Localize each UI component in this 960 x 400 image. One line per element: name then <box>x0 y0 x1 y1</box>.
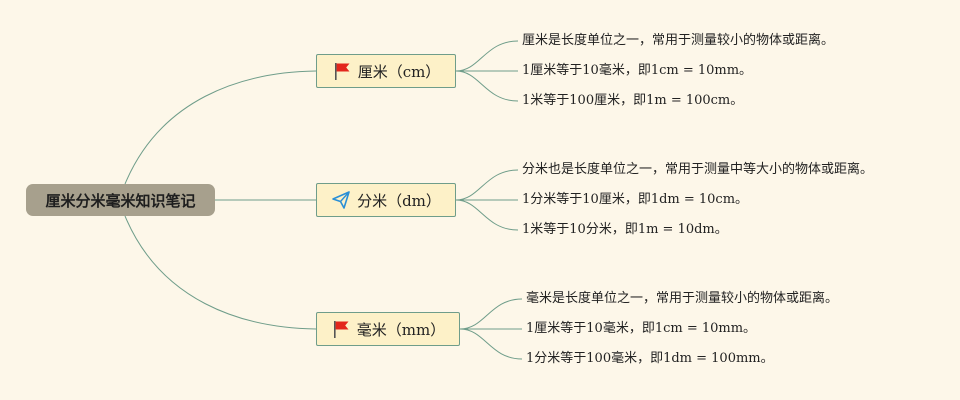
paper-plane-icon <box>331 190 351 210</box>
leaf-note[interactable]: 1米等于10分米，即1m = 10dm。 <box>522 222 728 237</box>
root-topic-label: 厘米分米毫米知识笔记 <box>45 191 196 210</box>
connector-dm-3 <box>455 199 519 231</box>
connector-mm-1 <box>459 298 523 330</box>
branch-topic-mm[interactable]: 毫米（mm） <box>316 312 460 346</box>
leaf-note[interactable]: 分米也是长度单位之一，常用于测量中等大小的物体或距离。 <box>522 162 874 177</box>
leaf-note[interactable]: 毫米是长度单位之一，常用于测量较小的物体或距离。 <box>526 291 839 306</box>
branch-topic-cm[interactable]: 厘米（cm） <box>316 54 456 88</box>
root-topic[interactable]: 厘米分米毫米知识笔记 <box>26 184 215 216</box>
connector-cm-3 <box>455 70 519 102</box>
red-flag-icon <box>331 319 351 339</box>
branch-topic-label: 毫米（mm） <box>356 320 446 339</box>
leaf-note[interactable]: 厘米是长度单位之一，常用于测量较小的物体或距离。 <box>522 33 835 48</box>
leaf-note[interactable]: 1米等于100厘米，即1m = 100cm。 <box>522 93 744 108</box>
leaf-note[interactable]: 1分米等于10厘米，即1dm = 10cm。 <box>522 192 749 207</box>
connector-mm-3 <box>459 328 523 360</box>
leaf-note[interactable]: 1厘米等于10毫米，即1cm = 10mm。 <box>526 321 757 336</box>
connector-root-mm <box>124 215 317 330</box>
branch-topic-dm[interactable]: 分米（dm） <box>316 183 456 217</box>
connector-root-cm <box>124 70 317 185</box>
branch-topic-label: 分米（dm） <box>357 191 441 210</box>
leaf-note[interactable]: 1分米等于100毫米，即1dm = 100mm。 <box>526 351 774 366</box>
leaf-note[interactable]: 1厘米等于10毫米，即1cm = 10mm。 <box>522 63 753 78</box>
red-flag-icon <box>332 61 352 81</box>
branch-topic-label: 厘米（cm） <box>357 62 441 81</box>
connector-dm-1 <box>455 169 519 201</box>
connector-cm-1 <box>455 40 519 72</box>
